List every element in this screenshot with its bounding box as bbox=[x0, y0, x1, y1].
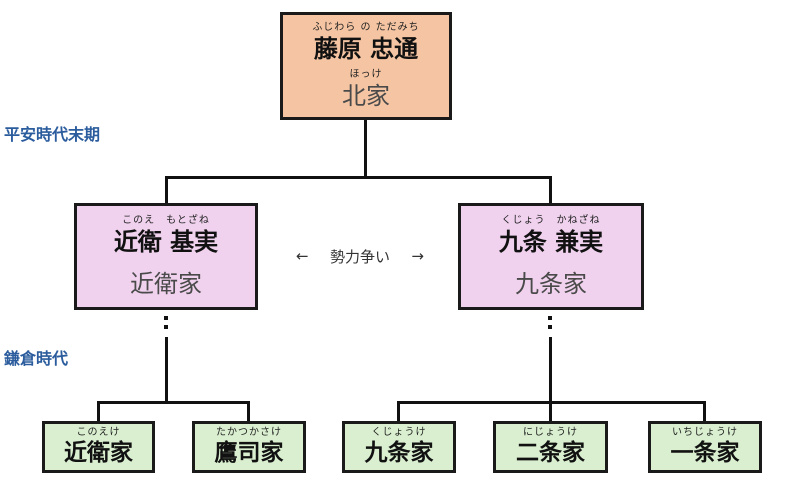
furigana-name: たかつかさけ bbox=[216, 426, 282, 438]
dot bbox=[164, 316, 168, 320]
node-konoe-family: このえけ 近衛家 bbox=[42, 421, 155, 473]
person-name: 藤原 忠通 bbox=[313, 34, 419, 63]
dot bbox=[548, 316, 552, 320]
node-fujiwara-tadamichi: ふじわら の ただみち 藤原 忠通 ほっけ 北家 bbox=[280, 12, 452, 120]
continuation-dots-left bbox=[164, 316, 168, 329]
connector-right-bottom-horizontal bbox=[397, 401, 706, 404]
rivalry-label: 勢力争い bbox=[329, 247, 390, 266]
node-ichijo-family: いちじょうけ 一条家 bbox=[648, 421, 762, 473]
connector-drop-konoeke bbox=[97, 401, 100, 421]
era-label-kamakura: 鎌倉時代 bbox=[4, 349, 69, 368]
dot bbox=[548, 325, 552, 329]
house-name: 一条家 bbox=[670, 439, 740, 466]
connector-left-bottom-horizontal bbox=[97, 401, 250, 404]
node-kujo-family: くじょうけ 九条家 bbox=[342, 421, 456, 473]
furigana-house: ほっけ bbox=[349, 68, 383, 80]
era-label-heian: 平安時代末期 bbox=[4, 125, 101, 144]
house-name: 近衛家 bbox=[130, 269, 202, 298]
connector-drop-takatsukasake bbox=[247, 401, 250, 421]
house-name: 北家 bbox=[342, 81, 390, 110]
person-name: 九条 兼実 bbox=[498, 227, 604, 256]
furigana-name: このえけ bbox=[76, 426, 121, 438]
connector-drop-kujo bbox=[549, 176, 552, 203]
node-kujo-kanezane: くじょう かねざね 九条 兼実 九条家 bbox=[458, 203, 644, 310]
dot bbox=[164, 325, 168, 329]
rivalry-annotation: ← 勢力争い → bbox=[296, 246, 424, 266]
left-arrow-icon: ← bbox=[296, 247, 309, 265]
furigana-name: くじょう かねざね bbox=[501, 214, 601, 226]
furigana-name: いちじょうけ bbox=[672, 426, 738, 438]
connector-drop-konoe bbox=[165, 176, 168, 203]
person-name: 近衛 基実 bbox=[113, 227, 219, 256]
house-name: 鷹司家 bbox=[214, 439, 284, 466]
connector-left-mid-vertical bbox=[165, 337, 168, 404]
furigana-name: ふじわら の ただみち bbox=[312, 21, 420, 33]
connector-root-vertical bbox=[364, 120, 367, 179]
connector-drop-kujoke bbox=[397, 401, 400, 421]
house-name: 九条家 bbox=[515, 269, 587, 298]
node-nijo-family: にじょうけ 二条家 bbox=[493, 421, 608, 473]
house-name: 近衛家 bbox=[64, 439, 133, 466]
house-name: 二条家 bbox=[516, 439, 585, 466]
node-takatsukasa-family: たかつかさけ 鷹司家 bbox=[192, 421, 306, 473]
right-arrow-icon: → bbox=[411, 247, 424, 265]
furigana-name: にじょうけ bbox=[523, 426, 578, 438]
connector-drop-ichijoke bbox=[703, 401, 706, 421]
furigana-name: くじょうけ bbox=[371, 426, 427, 438]
furigana-name: このえ もとざね bbox=[122, 214, 210, 226]
node-konoe-motozane: このえ もとざね 近衛 基実 近衛家 bbox=[74, 203, 258, 310]
connector-right-mid-vertical bbox=[549, 337, 552, 421]
connector-top-horizontal bbox=[165, 176, 552, 179]
continuation-dots-right bbox=[548, 316, 552, 329]
house-name: 九条家 bbox=[364, 439, 434, 466]
